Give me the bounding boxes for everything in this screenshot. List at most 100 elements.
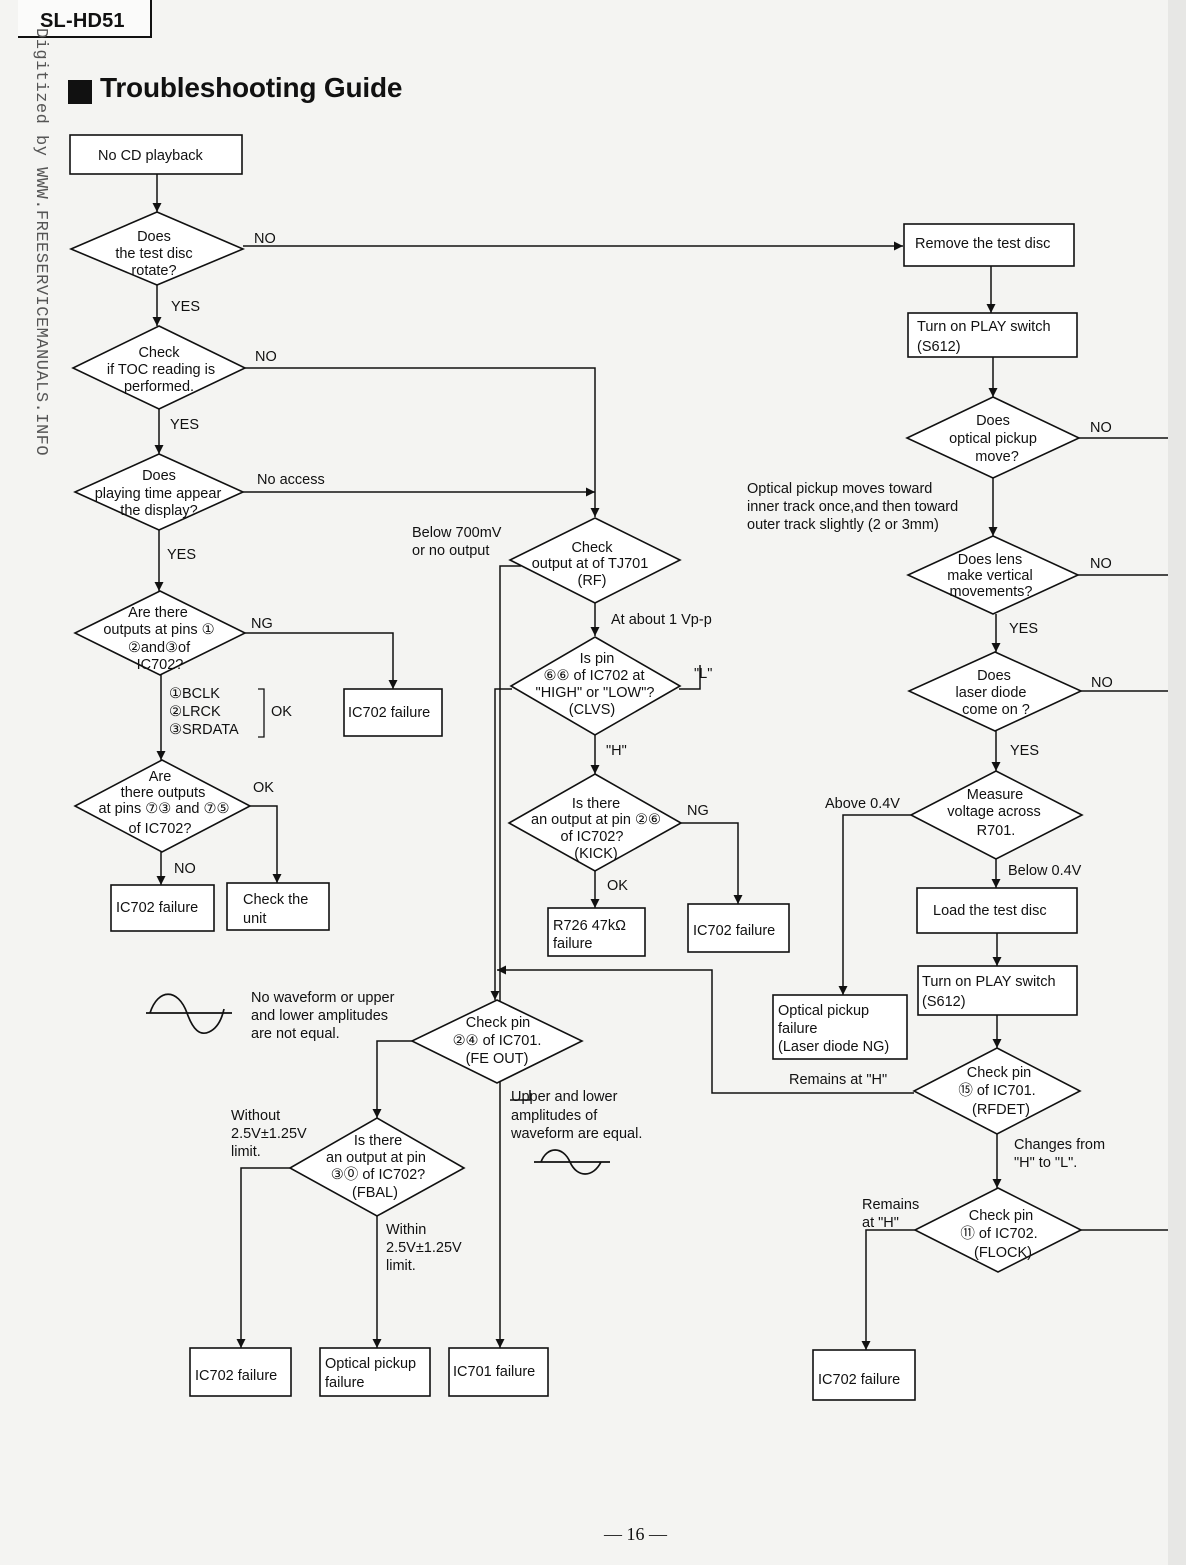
node-disc-rotate-text-2: the test disc (115, 246, 192, 262)
label-yes-3: YES (167, 547, 196, 563)
node-pin66: Is pin ⑥⑥ of IC702 at "HIGH" or "LOW"? (… (509, 636, 682, 736)
node-pickup-move: Does optical pickup move? (905, 396, 1081, 479)
label-no-access: No access (257, 472, 325, 488)
node-tj701-text-2: output at of TJ701 (532, 556, 649, 572)
label-ok-2: OK (253, 780, 274, 796)
title-square-icon (68, 80, 92, 104)
node-playtime: Does playing time appear the display? (73, 453, 245, 531)
node-load-disc-text-1: Load the test disc (933, 903, 1047, 919)
node-opt-laser: Optical pickup failure (Laser diode NG) (772, 994, 908, 1060)
label-about-1vpp: At about 1 Vp-p (611, 612, 712, 628)
label-no-6: NO (1091, 675, 1113, 691)
node-start: No CD playback (69, 134, 243, 175)
label-low-l: "L" (694, 666, 712, 682)
node-outputs7375-text-4: of IC702? (129, 821, 192, 837)
node-pin66-text-4: (CLVS) (569, 702, 615, 718)
page-title: Troubleshooting Guide (100, 72, 403, 103)
node-play-on-2-text-1: Turn on PLAY switch (922, 974, 1056, 990)
node-opt-laser-text-3: (Laser diode NG) (778, 1039, 889, 1055)
conn-pin66-l (679, 665, 701, 690)
node-pin11-text-1: Check pin (969, 1208, 1033, 1224)
node-lens: Does lens make vertical movements? (906, 535, 1080, 615)
node-pin15-text-3: (RFDET) (972, 1102, 1030, 1118)
node-pin26-text-4: (KICK) (574, 846, 618, 862)
node-measure-text-2: voltage across (947, 804, 1041, 820)
node-pin26-text-1: Is there (572, 796, 620, 812)
node-ic701-text-1: IC701 failure (453, 1364, 535, 1380)
page-number: — 16 — (604, 1524, 667, 1544)
node-pickup-move-text-3: move? (975, 449, 1019, 465)
conn-tj701-ic701 (495, 565, 521, 1348)
label-ok-1: OK (271, 704, 292, 720)
node-pin11-text-2: ⑪ of IC702. (960, 1225, 1037, 1242)
model-label: SL-HD51 (40, 10, 125, 32)
label-ng-2: NG (687, 803, 709, 819)
conn-pin24-pin30 (372, 1040, 423, 1118)
node-pin26-text-3: of IC702? (561, 829, 624, 845)
node-outputs7375-text-3: at pins ⑦③ and ⑦⑤ (99, 801, 230, 817)
node-toc-text-2: if TOC reading is (107, 362, 215, 378)
node-disc-rotate-text-3: rotate? (131, 263, 176, 279)
watermark-text: Digitized by WWW.FREESERVICEMANUALS.INFO (31, 28, 50, 457)
label-below-700-2: or no output (412, 543, 489, 559)
conn-pin30-ic702d (236, 1167, 290, 1348)
label-changes-1: Changes from (1014, 1137, 1105, 1153)
node-ic701: IC701 failure (448, 1347, 549, 1397)
node-disc-rotate: Does the test disc rotate? (68, 211, 246, 286)
label-below-04: Below 0.4V (1008, 863, 1082, 879)
label-no-5: NO (1090, 556, 1112, 572)
node-outputs123-text-1: Are there (128, 605, 188, 621)
label-ok-3: OK (607, 878, 628, 894)
label-remains-h-2b: at "H" (862, 1215, 899, 1231)
conn-outputs-ic702a (245, 632, 398, 689)
label-no-wave-3: are not equal. (251, 1026, 340, 1042)
node-play-on-1-text-1: Turn on PLAY switch (917, 319, 1051, 335)
node-outputs7375-text-1: Are (149, 769, 172, 785)
conn-pin15-pin24 (497, 965, 914, 1094)
label-within-2: 2.5V±1.25V (386, 1240, 462, 1256)
signal-bracket (258, 688, 265, 738)
node-pin15-text-1: Check pin (967, 1065, 1031, 1081)
conn-pin11-ic702e (861, 1229, 915, 1350)
node-pin24: Check pin ②④ of IC701. (FE OUT) (410, 999, 584, 1084)
node-outputs123-text-4: IC702? (137, 657, 184, 673)
node-pin30-text-4: (FBAL) (352, 1185, 398, 1201)
node-laser-text-3: come on ? (962, 702, 1030, 718)
label-changes-2: "H" to "L". (1014, 1155, 1077, 1171)
node-ic702-d-text-1: IC702 failure (195, 1368, 277, 1384)
label-without-2: 2.5V±1.25V (231, 1126, 307, 1142)
node-play-on-1-text-2: (S612) (917, 339, 961, 355)
node-ic702-d: IC702 failure (189, 1347, 292, 1397)
label-high-h: "H" (606, 743, 627, 759)
label-yes-4: YES (1009, 621, 1038, 637)
label-no-4: NO (1090, 420, 1112, 436)
node-toc: Check if TOC reading is performed. (71, 325, 247, 410)
node-laser-text-2: laser diode (956, 685, 1027, 701)
node-pin30: Is there an output at pin ③⓪ of IC702? (… (288, 1117, 466, 1217)
node-outputs7375-text-2: there outputs (121, 785, 206, 801)
label-below-700-1: Below 700mV (412, 525, 502, 541)
label-pickup-moves-1: Optical pickup moves toward (747, 481, 932, 497)
node-pin11: Check pin ⑪ of IC702. (FLOCK) (913, 1187, 1083, 1273)
label-sig-srdata: ③SRDATA (169, 722, 239, 738)
node-playtime-text-3: the display? (120, 503, 197, 519)
label-above-04: Above 0.4V (825, 796, 900, 812)
node-laser: Does laser diode come on ? (907, 651, 1083, 732)
label-yes-5: YES (1010, 743, 1039, 759)
node-r726-text-1: R726 47kΩ (553, 918, 626, 934)
node-pin30-text-3: ③⓪ of IC702? (331, 1166, 425, 1183)
node-remove-disc-text-1: Remove the test disc (915, 236, 1050, 252)
node-pin15: Check pin ⑮ of IC701. (RFDET) (912, 1047, 1082, 1135)
node-opt-laser-text-1: Optical pickup (778, 1003, 869, 1019)
node-pin26: Is there an output at pin ②⑥ of IC702? (… (507, 773, 683, 872)
node-lens-text-2: make vertical (947, 568, 1032, 584)
node-lens-text-3: movements? (949, 584, 1032, 600)
node-pin15-text-2: ⑮ of IC701. (958, 1082, 1035, 1099)
node-outputs123-text-2: outputs at pins ① (103, 622, 214, 638)
node-tj701-text-3: (RF) (578, 573, 607, 589)
node-ic702-c: IC702 failure (687, 903, 790, 953)
node-pin11-text-3: (FLOCK) (974, 1245, 1032, 1261)
node-tj701-text-1: Check (571, 540, 613, 556)
node-lens-text-1: Does lens (958, 552, 1022, 568)
